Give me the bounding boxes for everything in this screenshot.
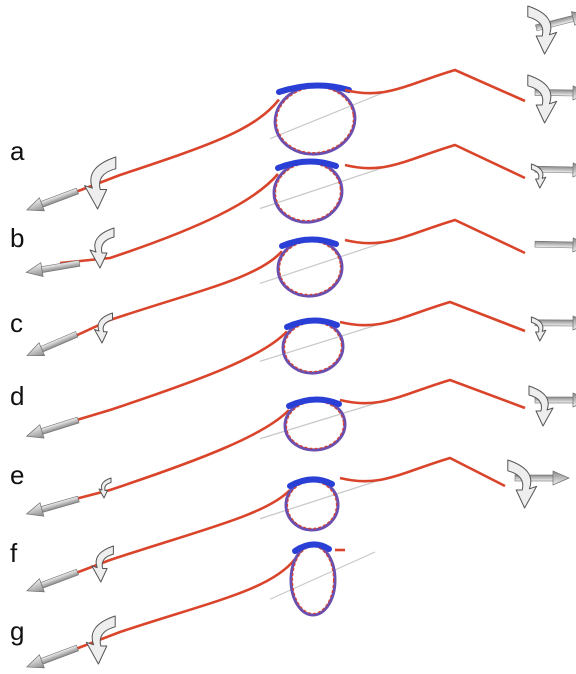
- panel-b-left-pull-arrow-icon-head: [25, 262, 44, 278]
- panel-f-right-pull-arrow-icon: [514, 470, 570, 486]
- panel-f-right-twist-curl-icon: [507, 459, 538, 509]
- panel-a-top-twist-curl-icon: [527, 5, 558, 55]
- panel-c-right-strand: [344, 218, 526, 255]
- panel-label-c: c: [10, 308, 23, 338]
- panel-d-right-pull-arrow-icon-head: [572, 315, 576, 331]
- panel-a-right-pull-arrow-icon-head: [572, 85, 576, 101]
- panel-g-left-pull-arrow-icon-shaft: [38, 644, 79, 666]
- panel-d-left-pull-arrow-icon-head: [25, 424, 45, 439]
- panel-label-d: d: [10, 381, 25, 411]
- panel-d-guide-line: [259, 323, 381, 362]
- panel-d-right-strand: [339, 300, 526, 333]
- panel-b-loop-inner: [274, 162, 342, 222]
- panel-c-left-pull-arrow-icon-shaft: [38, 331, 79, 354]
- panel-a-left-pull-arrow-icon-shaft: [38, 187, 79, 209]
- panel-d-loop-highlight: [284, 317, 340, 330]
- panel-b-right-strand: [344, 143, 526, 180]
- panel-g-loop-inner: [291, 545, 335, 615]
- panel-e-left-pull-arrow-icon: [25, 495, 80, 517]
- panel-b-right-twist-curl-icon: [530, 163, 547, 189]
- panel-b-right-pull-arrow-icon-head: [572, 162, 576, 178]
- panel-c-left-strand: [59, 250, 283, 345]
- panel-g-left-strand: [59, 558, 297, 657]
- panel-b-left-twist-curl-icon: [89, 227, 115, 269]
- panel-e-loop-highlight: [286, 396, 342, 409]
- panel-f-loop-highlight: [287, 476, 335, 489]
- panel-e-left-pull-arrow-icon-shaft: [38, 495, 80, 514]
- panel-d-left-pull-arrow-icon-shaft: [38, 416, 80, 436]
- panel-d-left-strand: [59, 330, 288, 427]
- panel-c-right-pull-arrow-icon-head: [572, 237, 576, 253]
- panel-c-left-twist-curl-icon: [94, 312, 113, 344]
- panel-c-loop-inner: [278, 240, 342, 296]
- panel-c-right-pull-arrow-icon: [534, 237, 576, 253]
- panel-b-loop-highlight: [275, 158, 339, 171]
- panel-e-left-twist-curl-icon: [98, 477, 112, 499]
- panel-g-loop-highlight: [292, 541, 332, 554]
- panel-e-right-pull-arrow-icon: [534, 392, 576, 408]
- panel-d-left-pull-arrow-icon: [25, 416, 80, 439]
- panel-g-left-pull-arrow-icon-head: [26, 654, 45, 669]
- panel-f-left-pull-arrow-icon-shaft: [38, 568, 79, 590]
- panel-c-loop-highlight: [279, 236, 339, 249]
- panel-c-left-pull-arrow-icon: [26, 331, 79, 357]
- panel-a-right-strand: [344, 68, 526, 103]
- panel-b-guide-line: [259, 166, 386, 210]
- panel-f-left-pull-arrow-icon-head: [26, 578, 45, 593]
- panel-c-guide-line: [259, 241, 386, 284]
- panel-label-b: b: [10, 223, 25, 253]
- panel-a-left-pull-arrow-icon: [26, 187, 79, 212]
- panel-label-g: g: [10, 616, 25, 646]
- panel-g-left-twist-curl-icon: [85, 615, 116, 665]
- panel-f-right-strand: [339, 456, 506, 488]
- panel-d-loop-inner: [283, 321, 343, 373]
- panel-g-guide-line: [269, 551, 376, 600]
- panel-a-left-strand: [59, 98, 281, 200]
- panel-f-left-twist-curl-icon: [91, 545, 114, 583]
- panel-f-left-strand: [59, 489, 291, 581]
- panel-a-right-twist-curl-icon: [527, 74, 558, 124]
- panel-f-left-pull-arrow-icon: [26, 568, 79, 593]
- panel-e-left-pull-arrow-icon-head: [25, 502, 45, 517]
- panel-b-left-pull-arrow-icon-shaft: [39, 259, 81, 274]
- panel-d-right-twist-curl-icon: [530, 316, 547, 342]
- panel-label-a: a: [10, 136, 25, 166]
- panel-c-right-pull-arrow-icon-shaft: [534, 240, 576, 249]
- panel-e-right-strand: [339, 378, 526, 410]
- panel-a-loop-highlight: [276, 82, 352, 95]
- panel-g-left-pull-arrow-icon: [26, 644, 79, 669]
- panel-b-left-pull-arrow-icon: [25, 259, 81, 278]
- panel-label-f: f: [10, 538, 18, 568]
- panel-a-left-pull-arrow-icon-head: [26, 197, 45, 212]
- panel-b-right-pull-arrow-icon: [534, 162, 576, 178]
- panel-f-right-pull-arrow-icon-head: [552, 470, 570, 486]
- panel-c-left-pull-arrow-icon-head: [26, 342, 46, 357]
- panel-label-e: e: [10, 460, 25, 490]
- panel-e-right-twist-curl-icon: [528, 385, 554, 427]
- panel-a-guide-line: [269, 91, 386, 140]
- panel-e-right-pull-arrow-icon-head: [572, 392, 576, 408]
- panel-e-guide-line: [259, 401, 381, 440]
- panel-f-guide-line: [259, 479, 381, 520]
- panel-e-left-strand: [59, 409, 290, 505]
- panel-a-left-twist-curl-icon: [84, 156, 117, 210]
- panel-b-left-strand: [59, 173, 279, 265]
